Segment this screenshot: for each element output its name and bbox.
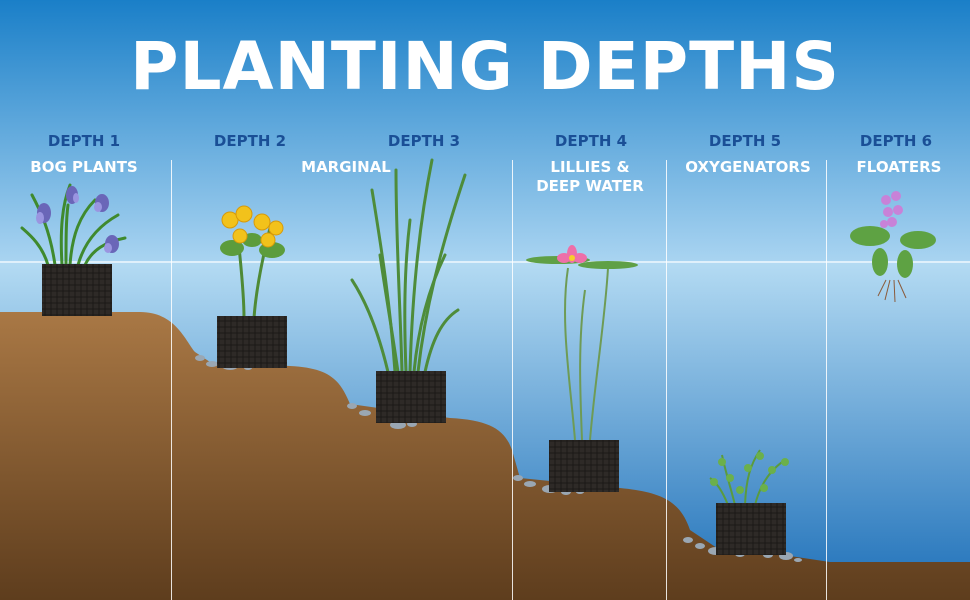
depth-label-4: DEPTH 4 — [554, 132, 628, 150]
depth-label-3: DEPTH 3 — [387, 132, 461, 150]
oxygenator-plant-icon — [709, 449, 789, 555]
iris-plant-icon — [20, 183, 127, 316]
divider-1 — [171, 160, 172, 600]
pot — [217, 316, 287, 368]
category-marginal: MARGINAL — [301, 158, 391, 176]
sky — [0, 0, 970, 262]
depth-label-5: DEPTH 5 — [708, 132, 782, 150]
diagram-title: PLANTING DEPTHS — [130, 28, 840, 105]
divider-2 — [512, 160, 513, 600]
pot — [376, 371, 446, 423]
water-hyacinth-icon — [850, 191, 936, 303]
marsh-marigold-icon — [217, 205, 287, 368]
pot — [716, 503, 786, 555]
depth-label-6: DEPTH 6 — [859, 132, 933, 150]
water-lily-icon — [526, 245, 638, 492]
category-oxygenators: OXYGENATORS — [685, 158, 811, 176]
depth-label-2: DEPTH 2 — [213, 132, 287, 150]
category-floaters: FLOATERS — [856, 158, 942, 176]
category-lillies-line2: DEEP WATER — [536, 177, 644, 195]
divider-3 — [666, 160, 667, 600]
depth-label-1: DEPTH 1 — [47, 132, 121, 150]
category-lillies-deep-water: LILLIES & DEEP WATER — [520, 158, 660, 196]
divider-4 — [826, 160, 827, 600]
reed-grass-icon — [350, 158, 467, 423]
category-bog-plants: BOG PLANTS — [30, 158, 138, 176]
pot — [549, 440, 619, 492]
soil-profile — [0, 312, 970, 600]
category-lillies-line1: LILLIES & — [550, 158, 630, 176]
pot — [42, 264, 112, 316]
